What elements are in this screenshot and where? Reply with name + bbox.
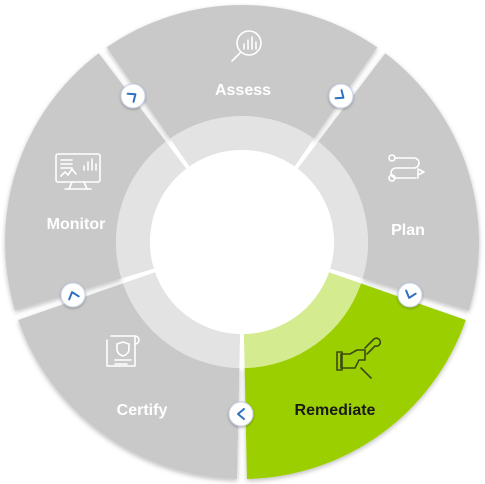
segment-plan[interactable] [297, 53, 479, 311]
magnifier-chart-icon [231, 30, 262, 62]
connector-plan-remediate[interactable] [397, 282, 423, 308]
connector-certify-monitor[interactable] [60, 282, 86, 308]
roadmap-path-icon [388, 154, 425, 182]
hand-wrench-icon [336, 337, 382, 379]
segment-label-assess: Assess [215, 82, 271, 99]
center-hole [150, 150, 334, 334]
monitor-dashboard-icon [55, 153, 101, 190]
chevron-icon [126, 92, 137, 103]
segment-label-certify: Certify [117, 402, 168, 419]
segment-remediate[interactable] [243, 272, 466, 479]
chevron-icon [68, 291, 80, 301]
segment-certify[interactable] [18, 272, 241, 479]
segment-label-remediate: Remediate [295, 402, 376, 419]
chevron-icon [334, 89, 345, 100]
certificate-scroll-icon [106, 335, 140, 367]
chevron-icon [405, 289, 417, 299]
connector-monitor-assess[interactable] [120, 83, 146, 109]
chevron-icon [237, 408, 245, 420]
segment-label-plan: Plan [391, 222, 425, 239]
segment-assess[interactable] [106, 5, 378, 167]
connector-remediate-certify[interactable] [228, 401, 254, 427]
connector-assess-plan[interactable] [328, 83, 354, 109]
segment-label-monitor: Monitor [47, 216, 106, 233]
